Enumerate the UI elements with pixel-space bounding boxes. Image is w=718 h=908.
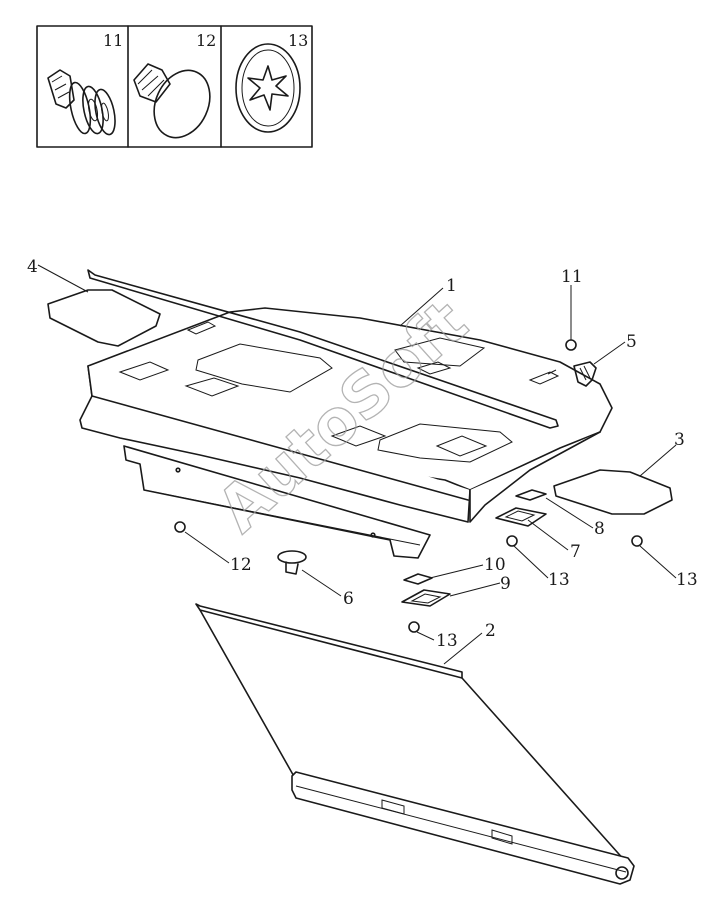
speaker-grille-right xyxy=(553,469,673,515)
callout-6: 6 xyxy=(343,589,354,609)
fastener-marker xyxy=(631,535,643,547)
callout-7: 7 xyxy=(570,542,581,562)
callout-9: 9 xyxy=(500,574,511,594)
callout-1: 1 xyxy=(446,276,457,296)
luggage-cover-roller xyxy=(195,603,635,885)
callout-2: 2 xyxy=(485,621,496,641)
inset-number-12: 12 xyxy=(196,31,216,50)
fastener-marker xyxy=(174,521,186,533)
fastener-inset: 11 12 13 xyxy=(36,25,313,148)
callout-10: 10 xyxy=(484,555,506,575)
fastener-marker xyxy=(565,339,577,351)
star-washer-icon xyxy=(235,43,301,133)
inset-frame xyxy=(36,25,313,148)
inset-number-11: 11 xyxy=(103,31,123,50)
fastener-marker xyxy=(408,621,420,633)
bracket-part-7 xyxy=(495,507,547,527)
callout-5: 5 xyxy=(626,332,637,352)
pad-part-10 xyxy=(403,573,433,585)
callout-3: 3 xyxy=(674,430,685,450)
leader-lines xyxy=(37,264,677,665)
callout-12: 12 xyxy=(230,555,252,575)
inset-number-13: 13 xyxy=(288,31,308,50)
clip-part-5 xyxy=(573,361,597,387)
cap-part-6 xyxy=(277,550,307,575)
bracket-part-9 xyxy=(401,589,451,607)
plug-clip-icon xyxy=(133,63,211,139)
callout-4: 4 xyxy=(27,257,38,277)
fastener-marker xyxy=(506,535,518,547)
callout-13: 13 xyxy=(548,570,570,590)
callout-13: 13 xyxy=(436,631,458,651)
callout-11: 11 xyxy=(561,267,583,287)
push-clip-icon xyxy=(47,69,116,136)
callout-13: 13 xyxy=(676,570,698,590)
callout-8: 8 xyxy=(594,519,605,539)
speaker-grille-left xyxy=(47,289,161,347)
parcel-shelf xyxy=(79,269,613,559)
pad-part-8 xyxy=(515,489,547,501)
